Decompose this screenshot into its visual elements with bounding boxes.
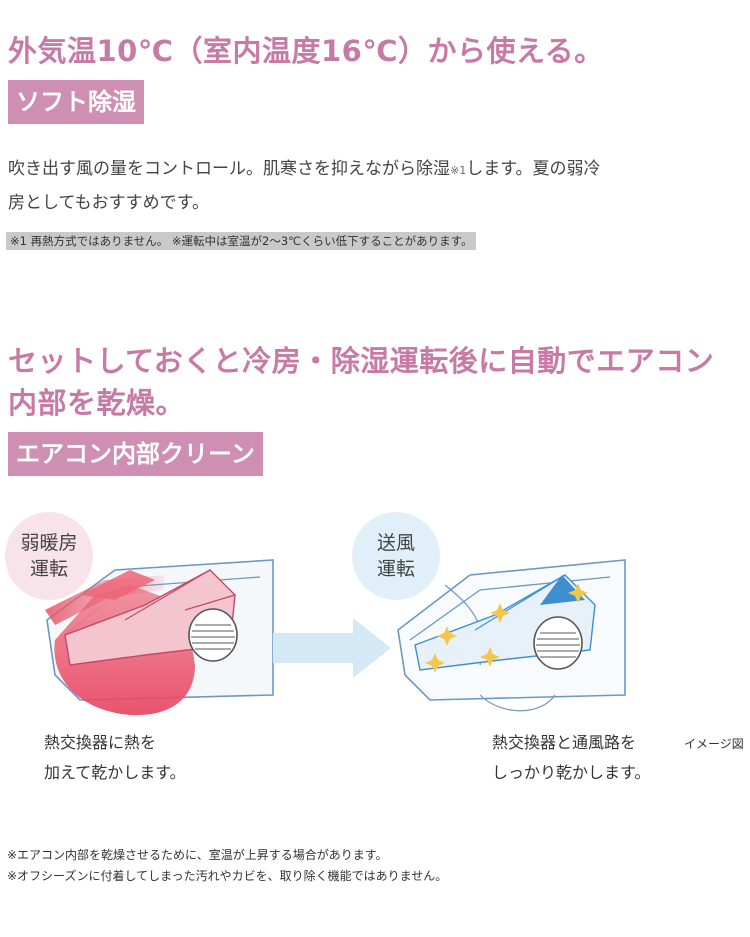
- footnote-mold-removal: ※オフシーズンに付着してしまった汚れやカビを、取り除く機能ではありません。: [7, 869, 448, 883]
- description-line1-start: 吹き出す風の量をコントロール。肌寒さを抑えながら除湿: [8, 159, 450, 179]
- description-line2: 房としてもおすすめです。: [8, 193, 209, 213]
- caption-weak-heating-line2: 加えて乾かします。: [44, 763, 186, 782]
- headline-inner-clean-line2: 内部を乾燥。: [8, 386, 186, 420]
- soft-dehumidify-description: 吹き出す風の量をコントロール。肌寒さを抑えながら除湿※1します。夏の弱冷 房とし…: [8, 153, 748, 219]
- badge-fan-mode: 送風 運転: [352, 512, 440, 600]
- headline-soft-dehumidify: 外気温10℃（室内温度16℃）から使える。: [8, 34, 604, 68]
- caption-weak-heating: 熱交換器に熱を 加えて乾かします。: [44, 728, 186, 788]
- badge-fan-mode-line2: 運転: [376, 558, 415, 580]
- badge-weak-heating-line2: 運転: [29, 558, 68, 580]
- badge-fan-mode-line1: 送風: [376, 532, 415, 554]
- fan-air-conditioner-illustration: [397, 559, 626, 712]
- footnote-room-temperature: ※エアコン内部を乾燥させるために、室温が上昇する場合があります。: [7, 848, 388, 862]
- caption-weak-heating-line1: 熱交換器に熱を: [44, 733, 157, 752]
- right-arrow-icon: [273, 618, 391, 678]
- description-line1-end: します。夏の弱冷: [466, 159, 601, 179]
- caption-fan-mode-line2: しっかり乾かします。: [492, 763, 651, 782]
- image-note: イメージ図: [684, 737, 744, 751]
- caption-fan-mode: 熱交換器と通風路を しっかり乾かします。: [492, 728, 650, 788]
- footnote-marker: ※1: [450, 164, 467, 177]
- label-soft-dehumidify: ソフト除湿: [8, 80, 144, 124]
- headline-inner-clean-line1: セットしておくと冷房・除湿運転後に自動でエアコン: [8, 344, 715, 378]
- badge-weak-heating: 弱暖房 運転: [5, 512, 93, 600]
- warm-air-conditioner-illustration: [45, 559, 274, 716]
- badge-weak-heating-line1: 弱暖房: [20, 532, 78, 554]
- soft-dehumidify-note: ※1 再熱方式ではありません。 ※運転中は室温が2～3℃くらい低下することがあり…: [6, 232, 477, 250]
- label-inner-clean: エアコン内部クリーン: [8, 432, 263, 476]
- caption-fan-mode-line1: 熱交換器と通風路を: [492, 733, 637, 752]
